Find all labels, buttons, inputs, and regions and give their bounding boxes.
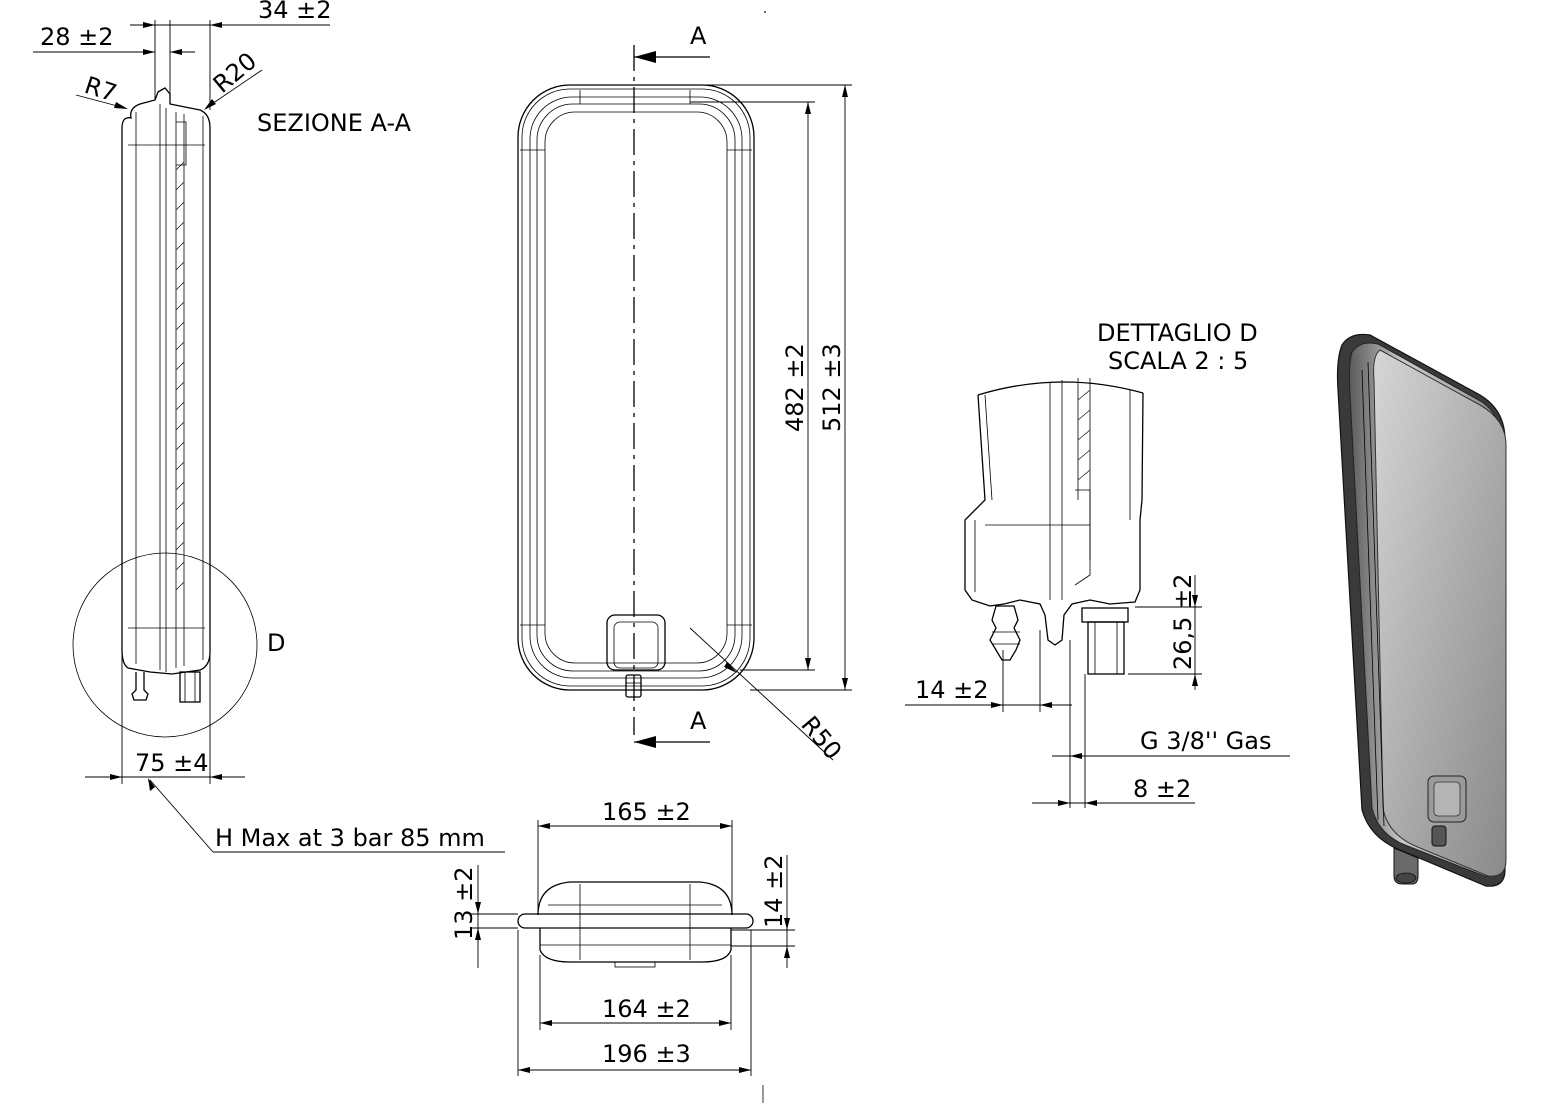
dim-14-horizontal: 14 ±2 [905,630,1072,712]
radius-r7: R7 [81,71,120,108]
dim-164: 164 ±2 [539,955,732,1030]
section-marker-top: A [634,22,710,63]
dim-165-label: 165 ±2 [602,798,691,826]
dim-196: 196 ±3 [517,930,764,1103]
dim-164-label: 164 ±2 [602,995,691,1023]
front-view [517,45,755,735]
dim-482-512: 482 ±2 512 ±3 [690,84,852,691]
dim-75: 75 ±4 [85,650,245,784]
detail-d-circle [72,552,258,738]
section-marker-top-label: A [690,22,707,50]
dim-8: 8 ±2 [1032,775,1195,806]
dim-14-vertical: 14 ±2 [731,854,795,968]
dim-14v-label: 14 ±2 [760,854,788,928]
membrane-hatching [175,161,185,591]
dim-26-5: 26,5 ±2 [1128,574,1202,690]
bottom-view [517,881,754,968]
radius-small-medium: R7 R20 [75,47,263,110]
radius-r20: R20 [208,47,262,99]
dim-75-label: 75 ±4 [135,749,209,777]
dim-28-34: 28 ±2 34 ±2 [33,0,332,110]
radius-r50: R50 [795,711,847,765]
detail-title: DETTAGLIO D [1097,319,1258,347]
hmax-note-text: H Max at 3 bar 85 mm [215,824,485,852]
hmax-note: H Max at 3 bar 85 mm [148,778,505,853]
section-marker-bottom-label: A [690,707,707,735]
section-title: SEZIONE A-A [257,109,412,137]
section-a-a-view [121,87,211,703]
thread-label: G 3/8'' Gas [1140,727,1271,755]
dim-28: 28 ±2 [40,23,114,51]
dim-13: 13 ±2 [450,865,518,968]
detail-scale: SCALA 2 : 5 [1108,347,1248,375]
dim-14h-label: 14 ±2 [915,676,989,704]
detail-d-view [964,378,1144,675]
detail-d-marker: D [267,629,285,657]
dim-8-label: 8 ±2 [1133,775,1191,803]
dim-196-label: 196 ±3 [602,1040,691,1068]
isometric-tank-render [1336,333,1507,887]
section-marker-bottom: A [634,707,710,748]
dim-482: 482 ±2 [781,343,809,432]
thread-callout: G 3/8'' Gas [1052,640,1290,808]
dim-26-5-label: 26,5 ±2 [1169,574,1197,670]
detail-hatching [1077,389,1091,481]
stray-dot [764,11,766,13]
dim-165: 165 ±2 [537,798,733,912]
dim-34: 34 ±2 [258,0,332,24]
radius-large: R50 [689,627,847,765]
dim-13-label: 13 ±2 [450,866,478,940]
dim-512: 512 ±3 [818,343,846,432]
